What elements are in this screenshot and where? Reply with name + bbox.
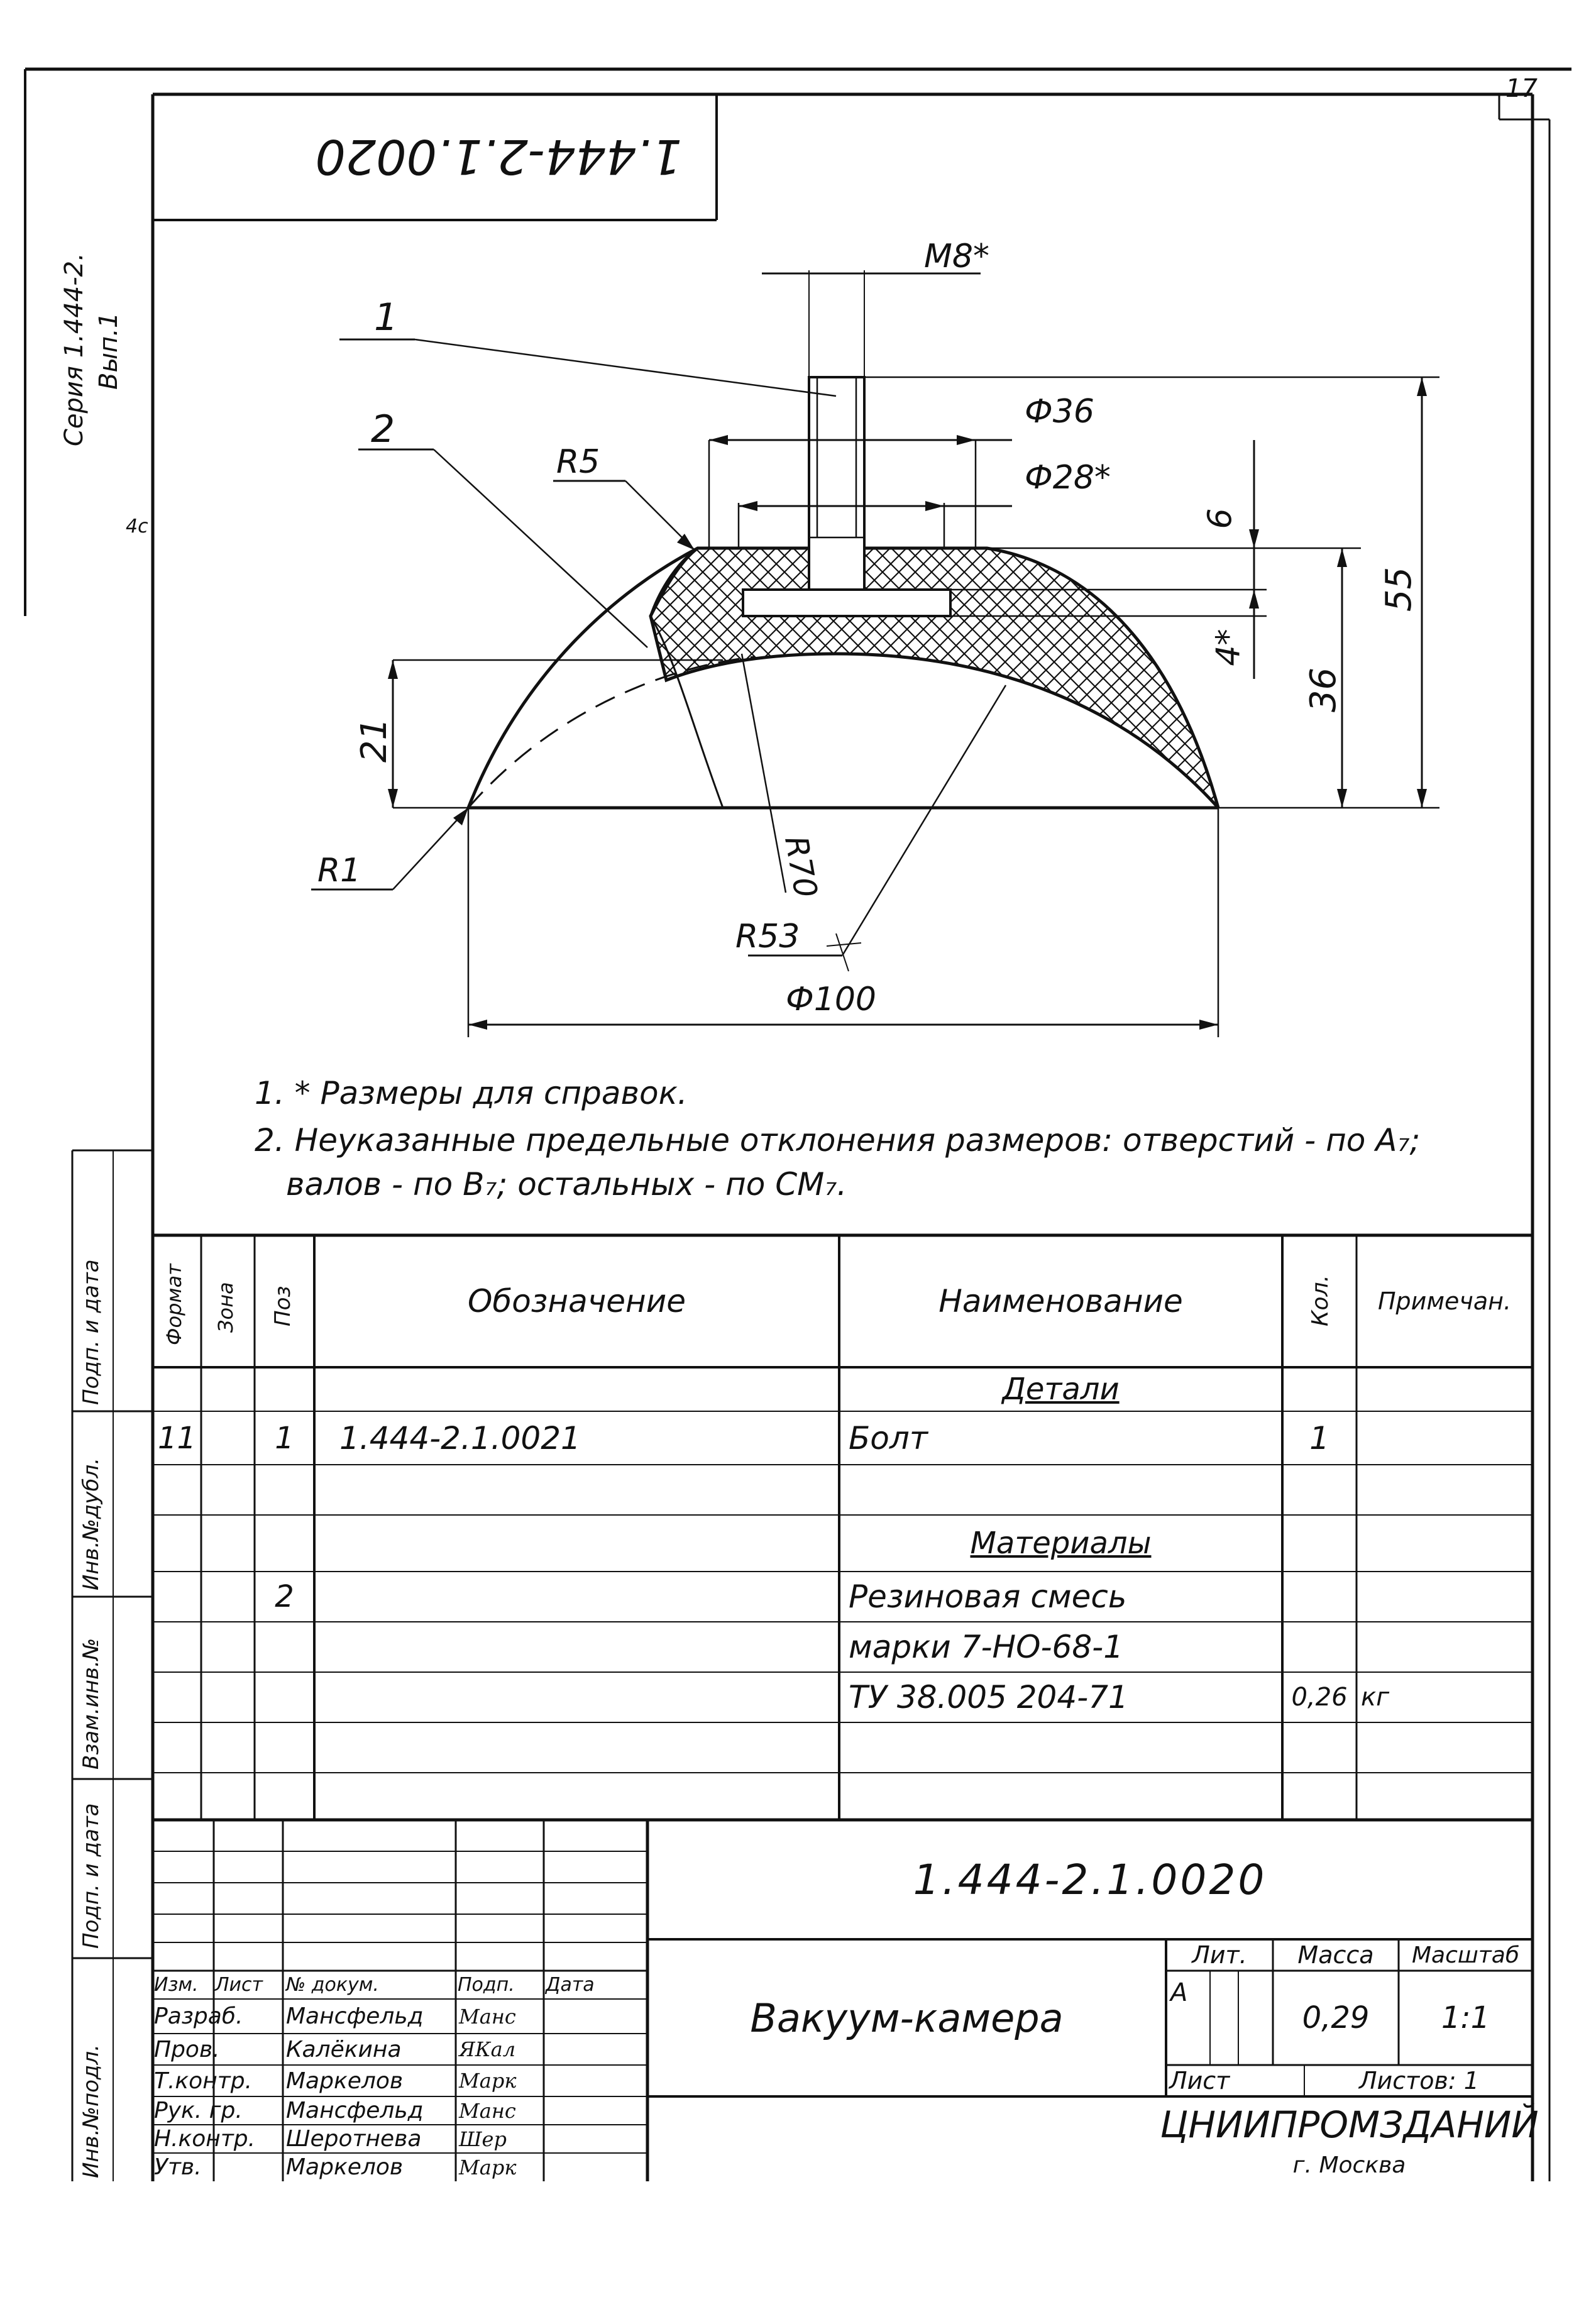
tb-name-5: Шеротнева [286,2126,422,2152]
spec-row-1-pos: 1 [275,1420,294,1456]
dim-radius-53: R53 [735,918,800,955]
side-stamp-inv-podl: Инв.№подл. [79,2044,104,2178]
note-2-line-2: валов - по В₇; остальных - по СМ₇. [286,1166,847,1203]
spec-header-name: Наименование [938,1283,1183,1319]
tb-city: г. Москва [1292,2152,1406,2178]
tb-name-3: Маркелов [286,2068,404,2094]
spec-row-1-name: Болт [849,1419,928,1457]
spec-row-3-name: марки 7-НО-68-1 [849,1629,1124,1665]
tb-sign-6: Марк [459,2155,517,2179]
tb-header-sign: Подп. [458,1974,515,1996]
mirrored-stamp-number: 1.444-2.1.0020 [315,129,682,185]
side-stamp-inv-dubl: Инв.№дубл. [79,1457,104,1590]
dim-height-36: 36 [1303,667,1345,713]
tb-header-docno: № докум. [286,1974,379,1996]
spec-row-2-pos: 2 [275,1579,294,1614]
spec-row-1-qty: 1 [1309,1419,1329,1457]
tb-mass-value: 0,29 [1302,2000,1370,2035]
spec-row-1-designation: 1.444-2.1.0021 [339,1419,581,1457]
dim-height-21: 21 [354,717,395,763]
spec-header-qty: Кол. [1307,1274,1333,1326]
spec-row-4-note: кг [1361,1683,1390,1712]
tb-header-change: Изм. [154,1974,199,1996]
spec-section-materials: Материалы [970,1526,1152,1561]
note-2-line-1: 2. Неуказанные предельные отклонения раз… [255,1122,1421,1159]
tb-organization: ЦНИИПРОМЗДАНИЙ [1160,2103,1539,2146]
tb-sign-2: ЯКал [459,2037,516,2061]
tb-sign-3: Марк [459,2069,517,2093]
tb-role-2: Пров. [154,2036,220,2062]
dim-dia-28: Ф28* [1025,459,1111,497]
spec-header-pos: Поз [270,1286,295,1326]
tb-sheet-label: Лист [1169,2067,1230,2095]
tb-lit-value: А [1170,1978,1188,2007]
title-name: Вакуум-камера [750,1995,1064,2041]
spec-header-format: Формат [162,1264,186,1345]
dim-radius-5: R5 [556,443,600,481]
tb-lit-label: Лит. [1192,1941,1247,1969]
series-label: Серия 1.444-2. [60,253,89,446]
side-stamp-sign-date-2: Подп. и дата [79,1259,104,1405]
dim-thread-m8: М8* [924,238,989,275]
spec-header-zone: Зона [214,1282,238,1333]
tb-sign-5: Шер [459,2127,507,2151]
issue-label: Вып.1 [94,312,123,390]
spec-row-4-qty: 0,26 [1291,1683,1348,1712]
tb-sheets-label: Листов: 1 [1358,2067,1479,2095]
tb-name-1: Мансфельд [286,2003,424,2029]
spec-row-4-name: ТУ 38.005 204-71 [849,1679,1128,1715]
page-number: 17 [1505,74,1538,103]
dim-dia-100: Ф100 [786,981,877,1018]
tb-role-4: Рук. гр. [154,2098,243,2123]
dim-height-55: 55 [1379,566,1420,612]
dim-height-4: 4* [1209,629,1248,666]
margin-mark: 4с [126,515,148,537]
leader-label-2: 2 [371,407,395,451]
tb-role-6: Утв. [154,2154,202,2180]
tb-scale-value: 1:1 [1441,2000,1490,2035]
spec-row-1-format: 11 [157,1420,197,1456]
leader-label-1: 1 [374,295,399,339]
tb-mass-label: Масса [1297,1941,1374,1969]
dim-height-6: 6 [1201,508,1240,529]
spec-section-details: Детали [1002,1372,1120,1407]
dim-dia-36: Ф36 [1025,393,1094,431]
tb-sign-4: Манс [459,2098,516,2123]
spec-header-note: Примечан. [1377,1287,1512,1315]
tb-header-sheet: Лист [215,1974,263,1996]
side-stamp-sign-date-1: Подп. и дата [79,1803,104,1949]
tb-header-date: Дата [546,1974,595,1996]
dim-radius-1: R1 [317,852,361,889]
tb-role-3: Т.контр. [154,2068,253,2094]
side-stamp-vzam-inv: Взам.инв.№ [79,1638,104,1770]
tb-name-2: Калёкина [286,2036,402,2062]
note-1: 1. * Размеры для справок. [255,1075,688,1111]
tb-role-5: Н.контр. [154,2126,256,2152]
tb-scale-label: Масштаб [1411,1942,1520,1968]
tb-sign-1: Манс [459,2004,516,2029]
tb-role-1: Разраб. [154,2003,243,2029]
spec-row-2-name: Резиновая смесь [849,1578,1127,1615]
tb-name-4: Мансфельд [286,2098,424,2123]
tb-name-6: Маркелов [286,2154,404,2180]
title-doc-number: 1.444-2.1.0020 [913,1855,1267,1904]
spec-header-designation: Обозначение [468,1283,686,1319]
